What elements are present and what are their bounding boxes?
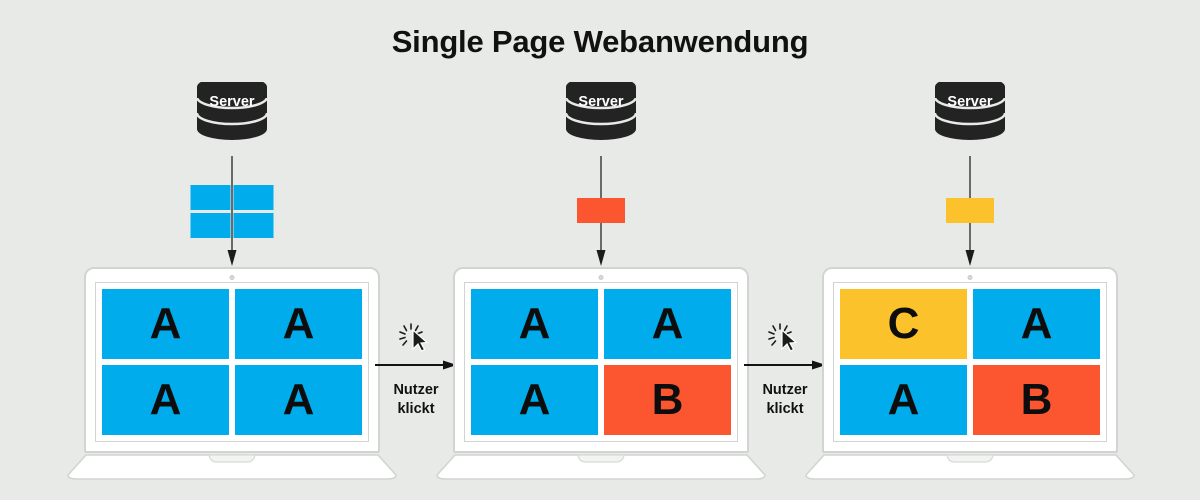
payload-block [577, 198, 625, 223]
transition-user-click: Nutzer klickt [742, 322, 828, 418]
content-tile[interactable]: B [973, 365, 1100, 435]
payload-block [946, 198, 994, 223]
laptop-screen: C A A B [833, 282, 1107, 442]
panel-after-first-click: Server A A A B [416, 82, 786, 482]
content-tile[interactable]: A [604, 289, 731, 359]
content-tile[interactable]: B [604, 365, 731, 435]
server-node: Server [563, 82, 639, 156]
payload-blocks [190, 185, 274, 238]
content-tile[interactable]: A [840, 365, 967, 435]
server-node: Server [194, 82, 270, 156]
transition-label: Nutzer klickt [393, 382, 439, 417]
transition-user-click: Nutzer klickt [373, 322, 459, 418]
content-tile[interactable]: A [973, 289, 1100, 359]
arrow-right-icon [375, 360, 457, 370]
payload-blocks [946, 198, 994, 223]
camera-icon [229, 275, 235, 280]
laptop-device: C A A B [805, 267, 1135, 482]
database-icon [195, 82, 269, 140]
camera-icon [967, 275, 973, 280]
database-icon [933, 82, 1007, 140]
payload-block [233, 185, 274, 210]
content-tile[interactable]: A [471, 289, 598, 359]
payload-block [190, 185, 231, 210]
transition-label: Nutzer klickt [762, 382, 808, 417]
laptop-base [436, 454, 766, 480]
content-tile[interactable]: C [840, 289, 967, 359]
content-tile[interactable]: A [471, 365, 598, 435]
laptop-lid: A A A B [453, 267, 749, 453]
data-flow-arrow [227, 156, 237, 266]
laptop-screen: A A A B [464, 282, 738, 442]
laptop-screen: A A A A [95, 282, 369, 442]
payload-block [233, 213, 274, 238]
page-title: Single Page Webanwendung [391, 24, 809, 59]
panel-after-second-click: Server C A A B [785, 82, 1155, 482]
payload-blocks [577, 198, 625, 223]
cursor-click-icon [768, 323, 798, 352]
arrow-right-icon [744, 360, 826, 370]
laptop-base [805, 454, 1135, 480]
content-tile[interactable]: A [235, 365, 362, 435]
laptop-lid: C A A B [822, 267, 1118, 453]
camera-icon [598, 275, 604, 280]
content-tile[interactable]: A [102, 365, 229, 435]
laptop-base [67, 454, 397, 480]
laptop-device: A A A B [436, 267, 766, 482]
server-node: Server [932, 82, 1008, 156]
database-icon [564, 82, 638, 140]
laptop-lid: A A A A [84, 267, 380, 453]
content-tile[interactable]: A [235, 289, 362, 359]
cursor-click-icon [399, 323, 429, 352]
laptop-device: A A A A [67, 267, 397, 482]
payload-block [190, 213, 231, 238]
content-tile[interactable]: A [102, 289, 229, 359]
panel-initial-load: Server A A A A [47, 82, 417, 482]
